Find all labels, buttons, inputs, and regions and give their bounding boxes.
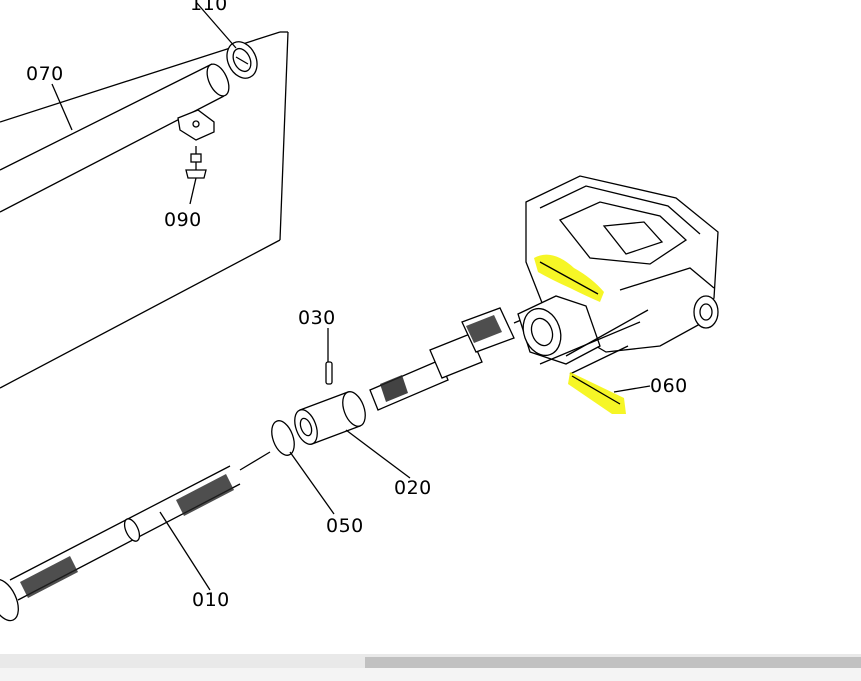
part-050-oring xyxy=(271,420,295,456)
label-part-030: 030 xyxy=(298,307,336,329)
label-part-050: 050 xyxy=(326,515,364,537)
viewer-footer-strip xyxy=(0,668,861,681)
part-110-cap xyxy=(226,41,258,79)
gear-housing xyxy=(517,175,719,375)
scrollbar-thumb[interactable] xyxy=(365,657,861,668)
label-part-070: 070 xyxy=(26,63,64,85)
panel-frame xyxy=(0,31,289,389)
label-part-090: 090 xyxy=(164,209,202,231)
part-010-shaft xyxy=(0,451,271,622)
upper-splined-shaft xyxy=(369,307,541,411)
part-020-sleeve xyxy=(294,391,366,445)
part-030-pin xyxy=(325,361,333,385)
leader-lines xyxy=(51,1,651,591)
rod-bracket xyxy=(177,109,215,141)
label-part-010: 010 xyxy=(192,589,230,611)
exploded-parts-diagram: 110 070 090 030 060 020 050 010 xyxy=(0,0,719,622)
label-part-110: 110 xyxy=(190,0,228,15)
label-part-020: 020 xyxy=(394,477,432,499)
highlight-marks xyxy=(534,254,626,414)
part-090-bolt xyxy=(185,146,207,179)
label-part-060: 060 xyxy=(650,375,688,397)
horizontal-scrollbar[interactable] xyxy=(0,654,861,668)
